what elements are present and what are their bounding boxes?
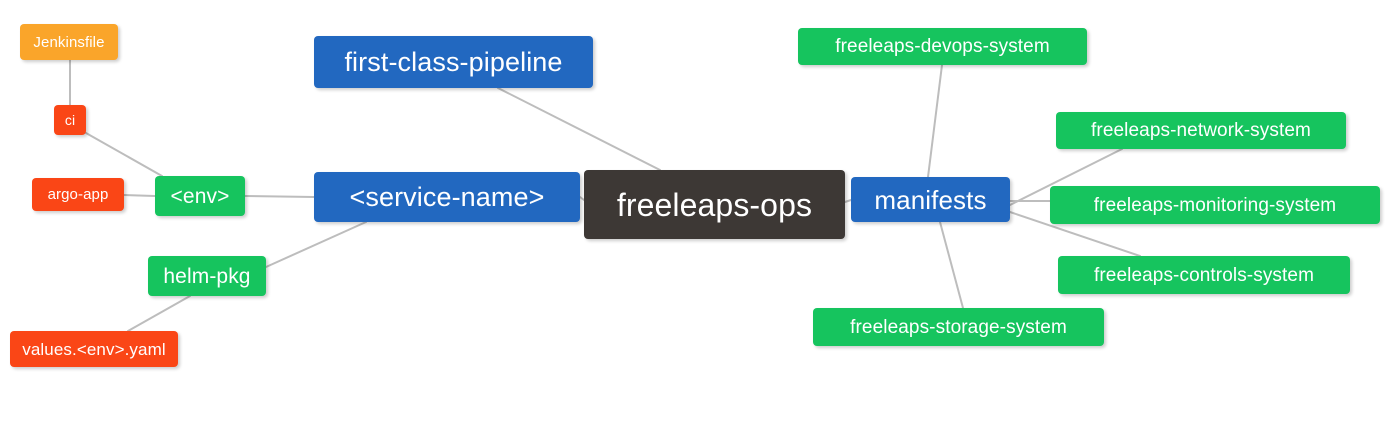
node-jenkinsfile[interactable]: Jenkinsfile (20, 24, 118, 60)
node-ci[interactable]: ci (54, 105, 86, 135)
node-label: freeleaps-controls-system (1093, 264, 1315, 286)
node-label: Jenkinsfile (33, 33, 105, 51)
edge-ci-to-env (85, 132, 163, 177)
node-label: manifests (874, 184, 987, 215)
node-root[interactable]: freeleaps-ops (584, 170, 845, 239)
node-label: ci (64, 112, 76, 128)
node-env[interactable]: <env> (155, 176, 245, 216)
node-label: first-class-pipeline (344, 46, 563, 77)
edge-helm-pkg-to-values-yaml (127, 295, 191, 332)
edge-manifests-to-devops (927, 64, 943, 178)
node-manifests[interactable]: manifests (851, 177, 1010, 222)
node-storage[interactable]: freeleaps-storage-system (813, 308, 1104, 346)
node-helm-pkg[interactable]: helm-pkg (148, 256, 266, 296)
node-argo-app[interactable]: argo-app (32, 178, 124, 211)
node-label: argo-app (47, 186, 109, 203)
node-monitoring[interactable]: freeleaps-monitoring-system (1050, 186, 1380, 224)
edge-service-name-to-helm-pkg (265, 221, 367, 268)
node-label: <service-name> (349, 181, 545, 212)
node-label: freeleaps-monitoring-system (1093, 194, 1337, 216)
node-pipeline[interactable]: first-class-pipeline (314, 36, 593, 88)
edge-argo-app-to-env (123, 194, 156, 197)
node-network[interactable]: freeleaps-network-system (1056, 112, 1346, 149)
node-label: freeleaps-ops (616, 186, 813, 223)
edge-pipeline-to-root (497, 87, 661, 171)
node-label: values.<env>.yaml (22, 339, 166, 359)
node-label: helm-pkg (163, 264, 251, 288)
node-label: freeleaps-devops-system (835, 36, 1050, 57)
node-controls[interactable]: freeleaps-controls-system (1058, 256, 1350, 294)
node-label: freeleaps-storage-system (850, 316, 1067, 338)
node-service-name[interactable]: <service-name> (314, 172, 580, 222)
node-values-yaml[interactable]: values.<env>.yaml (10, 331, 178, 367)
node-label: freeleaps-network-system (1091, 120, 1311, 141)
edge-manifests-to-storage (939, 221, 964, 309)
edge-env-to-service-name (244, 195, 315, 198)
node-label: <env> (170, 184, 230, 208)
node-devops[interactable]: freeleaps-devops-system (798, 28, 1087, 65)
